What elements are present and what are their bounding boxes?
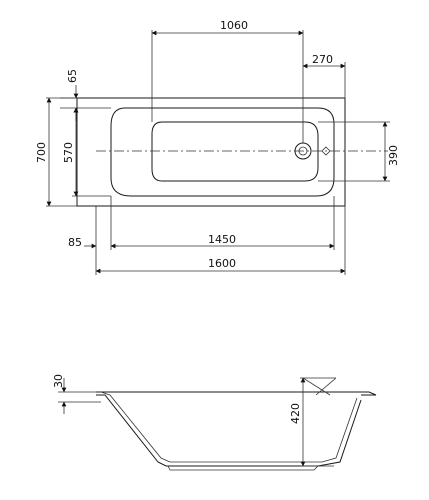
dim-270-label: 270 <box>312 53 333 66</box>
section-inner-wall <box>100 391 358 463</box>
dim-570-label: 570 <box>62 142 75 163</box>
tub-basin-bottom <box>151 121 319 182</box>
dim-1600-label: 1600 <box>208 257 236 270</box>
dim-390-label: 390 <box>387 145 400 166</box>
section-base <box>167 465 319 471</box>
plan-view: 1060 270 65 700 570 390 85 <box>35 19 400 275</box>
overflow-symbol <box>321 146 331 156</box>
tub-inner-basin <box>110 107 335 197</box>
dim-1450-label: 1450 <box>208 233 236 246</box>
dim-1060-label: 1060 <box>220 19 248 32</box>
dim-30-label: 30 <box>52 374 65 388</box>
section-rim <box>96 391 377 396</box>
dim-65-label: 65 <box>66 69 79 83</box>
dim-700-label: 700 <box>35 142 48 163</box>
section-outer-wall <box>96 394 362 467</box>
tub-outer-rim <box>76 97 346 207</box>
dim-85-label: 85 <box>68 236 82 249</box>
section-view: 30 420 <box>52 374 377 471</box>
dim-420-label: 420 <box>289 403 302 424</box>
